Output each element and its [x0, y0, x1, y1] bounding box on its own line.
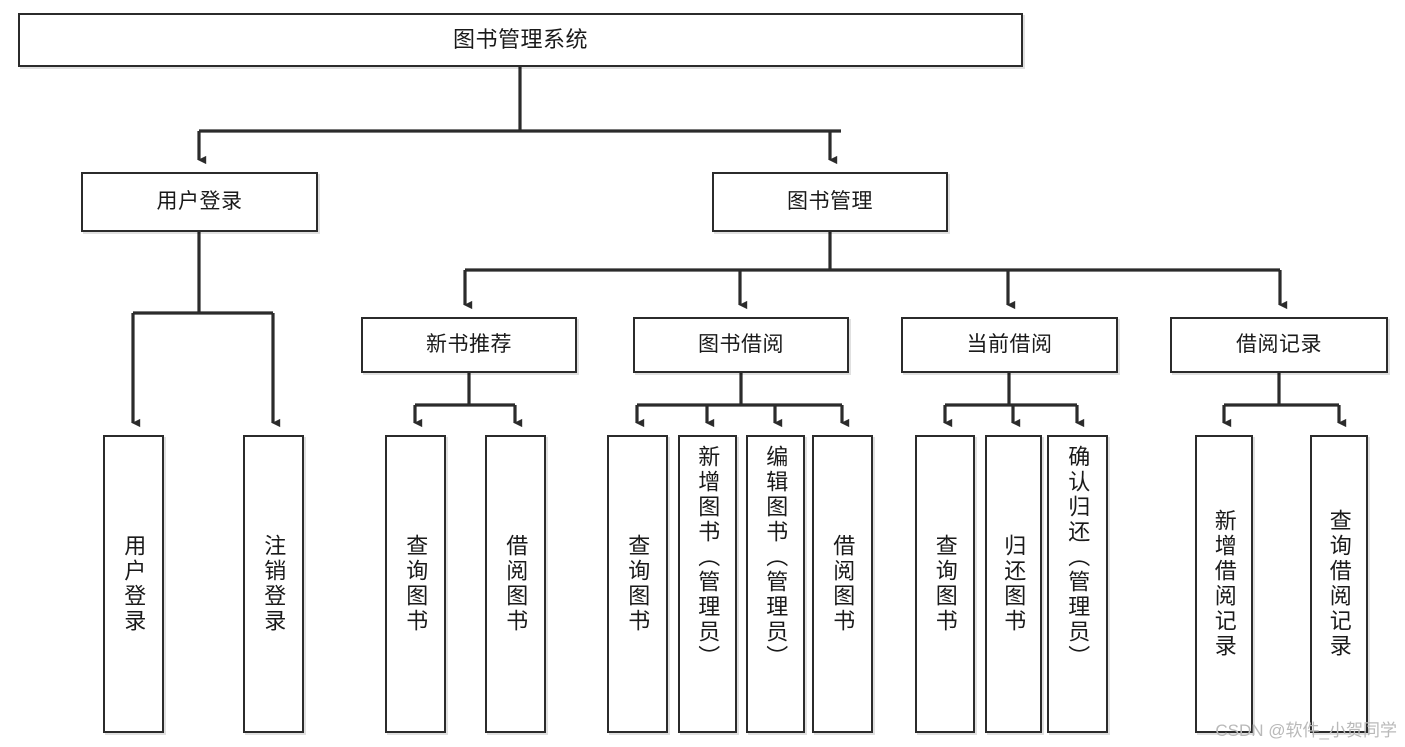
node-leaf-add-record-label: 新增借阅记录 — [1211, 509, 1237, 659]
node-book-borrow-label: 图书借阅 — [698, 332, 784, 356]
node-leaf-user-login-label: 用户登录 — [121, 534, 147, 634]
node-leaf-query-book-3-label: 查询图书 — [932, 534, 958, 634]
node-leaf-add-record[interactable]: 新增借阅记录 — [1195, 435, 1253, 733]
node-leaf-user-logout[interactable]: 注销登录 — [243, 435, 304, 733]
node-borrow-record-label: 借阅记录 — [1236, 332, 1322, 356]
node-leaf-borrow-book-2-label: 借阅图书 — [830, 534, 856, 634]
node-leaf-query-book-2[interactable]: 查询图书 — [607, 435, 668, 733]
node-current-borrow[interactable]: 当前借阅 — [901, 317, 1118, 373]
node-leaf-query-record-label: 查询借阅记录 — [1326, 509, 1352, 659]
node-book-management[interactable]: 图书管理 — [712, 172, 948, 232]
node-leaf-confirm-return[interactable]: 确认归还（管理员） — [1047, 435, 1108, 733]
node-leaf-add-book-label: 新增图书（管理员） — [695, 445, 721, 670]
node-new-book-recommend[interactable]: 新书推荐 — [361, 317, 577, 373]
node-leaf-borrow-book-1[interactable]: 借阅图书 — [485, 435, 546, 733]
node-user-login[interactable]: 用户登录 — [81, 172, 318, 232]
node-new-book-recommend-label: 新书推荐 — [426, 332, 512, 356]
node-leaf-user-login[interactable]: 用户登录 — [103, 435, 164, 733]
node-leaf-return-book[interactable]: 归还图书 — [985, 435, 1042, 733]
node-book-management-label: 图书管理 — [787, 189, 873, 213]
node-leaf-return-book-label: 归还图书 — [1001, 534, 1027, 634]
node-root-system[interactable]: 图书管理系统 — [18, 13, 1023, 67]
node-leaf-borrow-book-1-label: 借阅图书 — [503, 534, 529, 634]
node-user-login-label: 用户登录 — [156, 189, 243, 213]
node-root-system-label: 图书管理系统 — [452, 27, 588, 53]
node-leaf-query-book-1[interactable]: 查询图书 — [385, 435, 446, 733]
node-leaf-query-book-2-label: 查询图书 — [625, 534, 651, 634]
node-borrow-record[interactable]: 借阅记录 — [1170, 317, 1388, 373]
node-current-borrow-label: 当前借阅 — [966, 332, 1053, 356]
node-leaf-borrow-book-2[interactable]: 借阅图书 — [812, 435, 873, 733]
node-book-borrow[interactable]: 图书借阅 — [633, 317, 849, 373]
node-leaf-query-book-1-label: 查询图书 — [403, 534, 429, 634]
node-leaf-edit-book-label: 编辑图书（管理员） — [763, 445, 789, 670]
node-leaf-query-book-3[interactable]: 查询图书 — [915, 435, 975, 733]
node-leaf-confirm-return-label: 确认归还（管理员） — [1065, 445, 1091, 670]
node-leaf-query-record[interactable]: 查询借阅记录 — [1310, 435, 1368, 733]
node-leaf-user-logout-label: 注销登录 — [261, 534, 287, 634]
node-leaf-add-book[interactable]: 新增图书（管理员） — [678, 435, 737, 733]
node-leaf-edit-book[interactable]: 编辑图书（管理员） — [746, 435, 805, 733]
